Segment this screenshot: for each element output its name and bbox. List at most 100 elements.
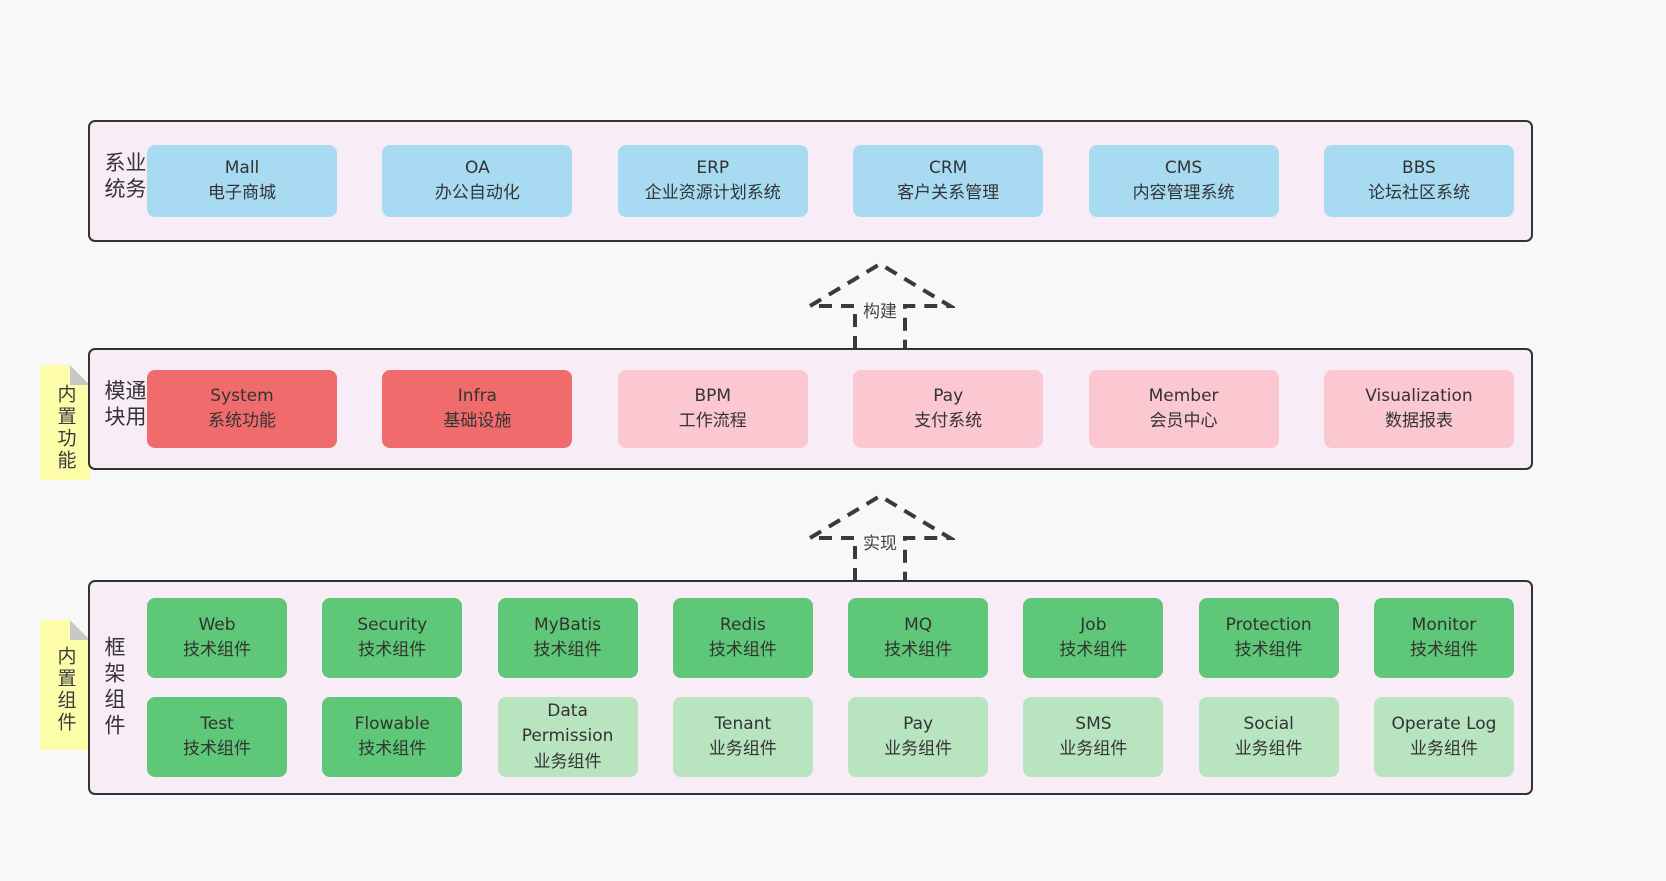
- card-social: Social 业务组件: [1198, 697, 1339, 777]
- card-data-permission: Data Permission 业务组件: [497, 697, 638, 777]
- card-title: Infra: [457, 385, 497, 406]
- folded-corner-icon: [70, 365, 90, 385]
- card-pay-biz: Pay 业务组件: [848, 697, 989, 777]
- card-protection: Protection 技术组件: [1198, 598, 1339, 678]
- card-cms: CMS 内容管理系统: [1088, 145, 1279, 217]
- card-job: Job 技术组件: [1023, 598, 1164, 678]
- card-security: Security 技术组件: [322, 598, 463, 678]
- card-subtitle: 技术组件: [358, 640, 427, 660]
- card-title: Tenant: [714, 713, 772, 734]
- card-bbs: BBS 论坛社区系统: [1323, 145, 1514, 217]
- card-subtitle: 业务组件: [533, 751, 602, 772]
- note-builtin-components: 内置组件: [40, 620, 90, 750]
- card-oa: OA 办公自动化: [382, 145, 573, 217]
- card-system: System 系统功能: [147, 370, 337, 448]
- card-title: Web: [198, 614, 236, 635]
- card-monitor: Monitor 技术组件: [1373, 598, 1514, 678]
- card-title: BPM: [694, 385, 732, 406]
- card-subtitle: 业务组件: [1059, 739, 1128, 759]
- card-subtitle: 工作流程: [678, 411, 747, 431]
- card-visualization: Visualization 数据报表: [1323, 370, 1514, 448]
- card-pay: Pay 支付系统: [853, 370, 1044, 448]
- card-title: Member: [1148, 385, 1219, 406]
- card-subtitle: 会员中心: [1149, 411, 1218, 431]
- card-title: Mall: [224, 157, 260, 178]
- card-redis: Redis 技术组件: [672, 598, 813, 678]
- card-title: System: [210, 385, 274, 406]
- card-subtitle: 业务组件: [1409, 739, 1478, 759]
- card-subtitle: 业务组件: [708, 739, 777, 759]
- section-label: 框架组件: [102, 635, 126, 740]
- card-flowable: Flowable 技术组件: [322, 697, 463, 777]
- note-builtin-features: 内置功能: [40, 365, 90, 480]
- card-title: BBS: [1402, 157, 1436, 178]
- framework-cards-row-1: Web 技术组件 Security 技术组件 MyBatis 技术组件 Redi…: [147, 598, 1514, 678]
- card-mall: Mall 电子商城: [147, 145, 337, 217]
- folded-corner-icon: [70, 620, 90, 640]
- section-framework-components: 框架组件 Web 技术组件 Security 技术组件 MyBatis 技术组件…: [88, 580, 1533, 795]
- card-subtitle: 论坛社区系统: [1367, 183, 1470, 203]
- note-label: 内置功能: [54, 383, 77, 472]
- card-title: Pay: [903, 713, 934, 734]
- card-operate-log: Operate Log 业务组件: [1373, 697, 1514, 777]
- section-common-modules: 通用模块 System 系统功能 Infra 基础设施 BPM 工作流程 Pay…: [88, 348, 1533, 470]
- card-title: Security: [357, 614, 428, 635]
- card-subtitle: 系统功能: [208, 411, 276, 431]
- card-title: Monitor: [1411, 614, 1477, 635]
- card-crm: CRM 客户关系管理: [853, 145, 1044, 217]
- card-title: Social: [1243, 713, 1294, 734]
- card-infra: Infra 基础设施: [382, 370, 573, 448]
- card-member: Member 会员中心: [1088, 370, 1279, 448]
- card-sms: SMS 业务组件: [1023, 697, 1164, 777]
- up-arrow-icon: [805, 493, 955, 581]
- card-subtitle: 技术组件: [183, 739, 251, 759]
- arrow-label: 实现: [859, 528, 901, 555]
- card-subtitle: 技术组件: [358, 739, 427, 759]
- card-subtitle: 办公自动化: [434, 183, 520, 203]
- card-mybatis: MyBatis 技术组件: [497, 598, 638, 678]
- card-title: Test: [200, 713, 234, 734]
- card-subtitle: 数据报表: [1384, 411, 1453, 431]
- section-business-systems: 业务系统 Mall 电子商城 OA 办公自动化 ERP 企业资源计划系统 CRM…: [88, 120, 1533, 242]
- note-label: 内置组件: [54, 646, 77, 734]
- card-subtitle: 电子商城: [208, 183, 276, 203]
- card-title: SMS: [1075, 713, 1112, 734]
- card-subtitle: 基础设施: [443, 411, 512, 431]
- modules-cards-row: System 系统功能 Infra 基础设施 BPM 工作流程 Pay 支付系统…: [147, 370, 1514, 448]
- card-subtitle: 技术组件: [1234, 640, 1303, 660]
- arrow-implement: 实现: [805, 491, 955, 581]
- business-cards-row: Mall 电子商城 OA 办公自动化 ERP 企业资源计划系统 CRM 客户关系…: [147, 145, 1514, 217]
- card-subtitle: 内容管理系统: [1132, 183, 1235, 203]
- card-web: Web 技术组件: [147, 598, 287, 678]
- card-title: ERP: [696, 157, 730, 178]
- card-subtitle: 技术组件: [1059, 640, 1128, 660]
- card-bpm: BPM 工作流程: [617, 370, 808, 448]
- arrow-label: 构建: [859, 296, 901, 323]
- section-label: 通用模块: [102, 379, 147, 432]
- card-subtitle: 技术组件: [1409, 640, 1478, 660]
- card-test: Test 技术组件: [147, 697, 287, 777]
- card-title: Flowable: [354, 713, 430, 734]
- section-label: 业务系统: [102, 151, 147, 204]
- card-tenant: Tenant 业务组件: [672, 697, 813, 777]
- card-title: Protection: [1225, 614, 1312, 635]
- card-title: Visualization: [1365, 385, 1473, 406]
- card-subtitle: 技术组件: [884, 640, 953, 660]
- card-title: MQ: [904, 614, 933, 635]
- card-title: CRM: [928, 157, 968, 178]
- card-erp: ERP 企业资源计划系统: [617, 145, 808, 217]
- card-subtitle: 业务组件: [884, 739, 953, 759]
- card-subtitle: 支付系统: [914, 411, 983, 431]
- card-title: Operate Log: [1391, 713, 1497, 734]
- up-arrow-icon: [805, 261, 955, 349]
- card-subtitle: 技术组件: [708, 640, 777, 660]
- card-title: OA: [465, 157, 490, 178]
- card-title: Redis: [719, 614, 766, 635]
- card-title: Data Permission: [521, 700, 614, 747]
- card-title: Pay: [933, 385, 964, 406]
- card-subtitle: 企业资源计划系统: [644, 183, 781, 203]
- card-mq: MQ 技术组件: [848, 598, 989, 678]
- card-title: MyBatis: [534, 614, 602, 635]
- card-subtitle: 技术组件: [183, 640, 251, 660]
